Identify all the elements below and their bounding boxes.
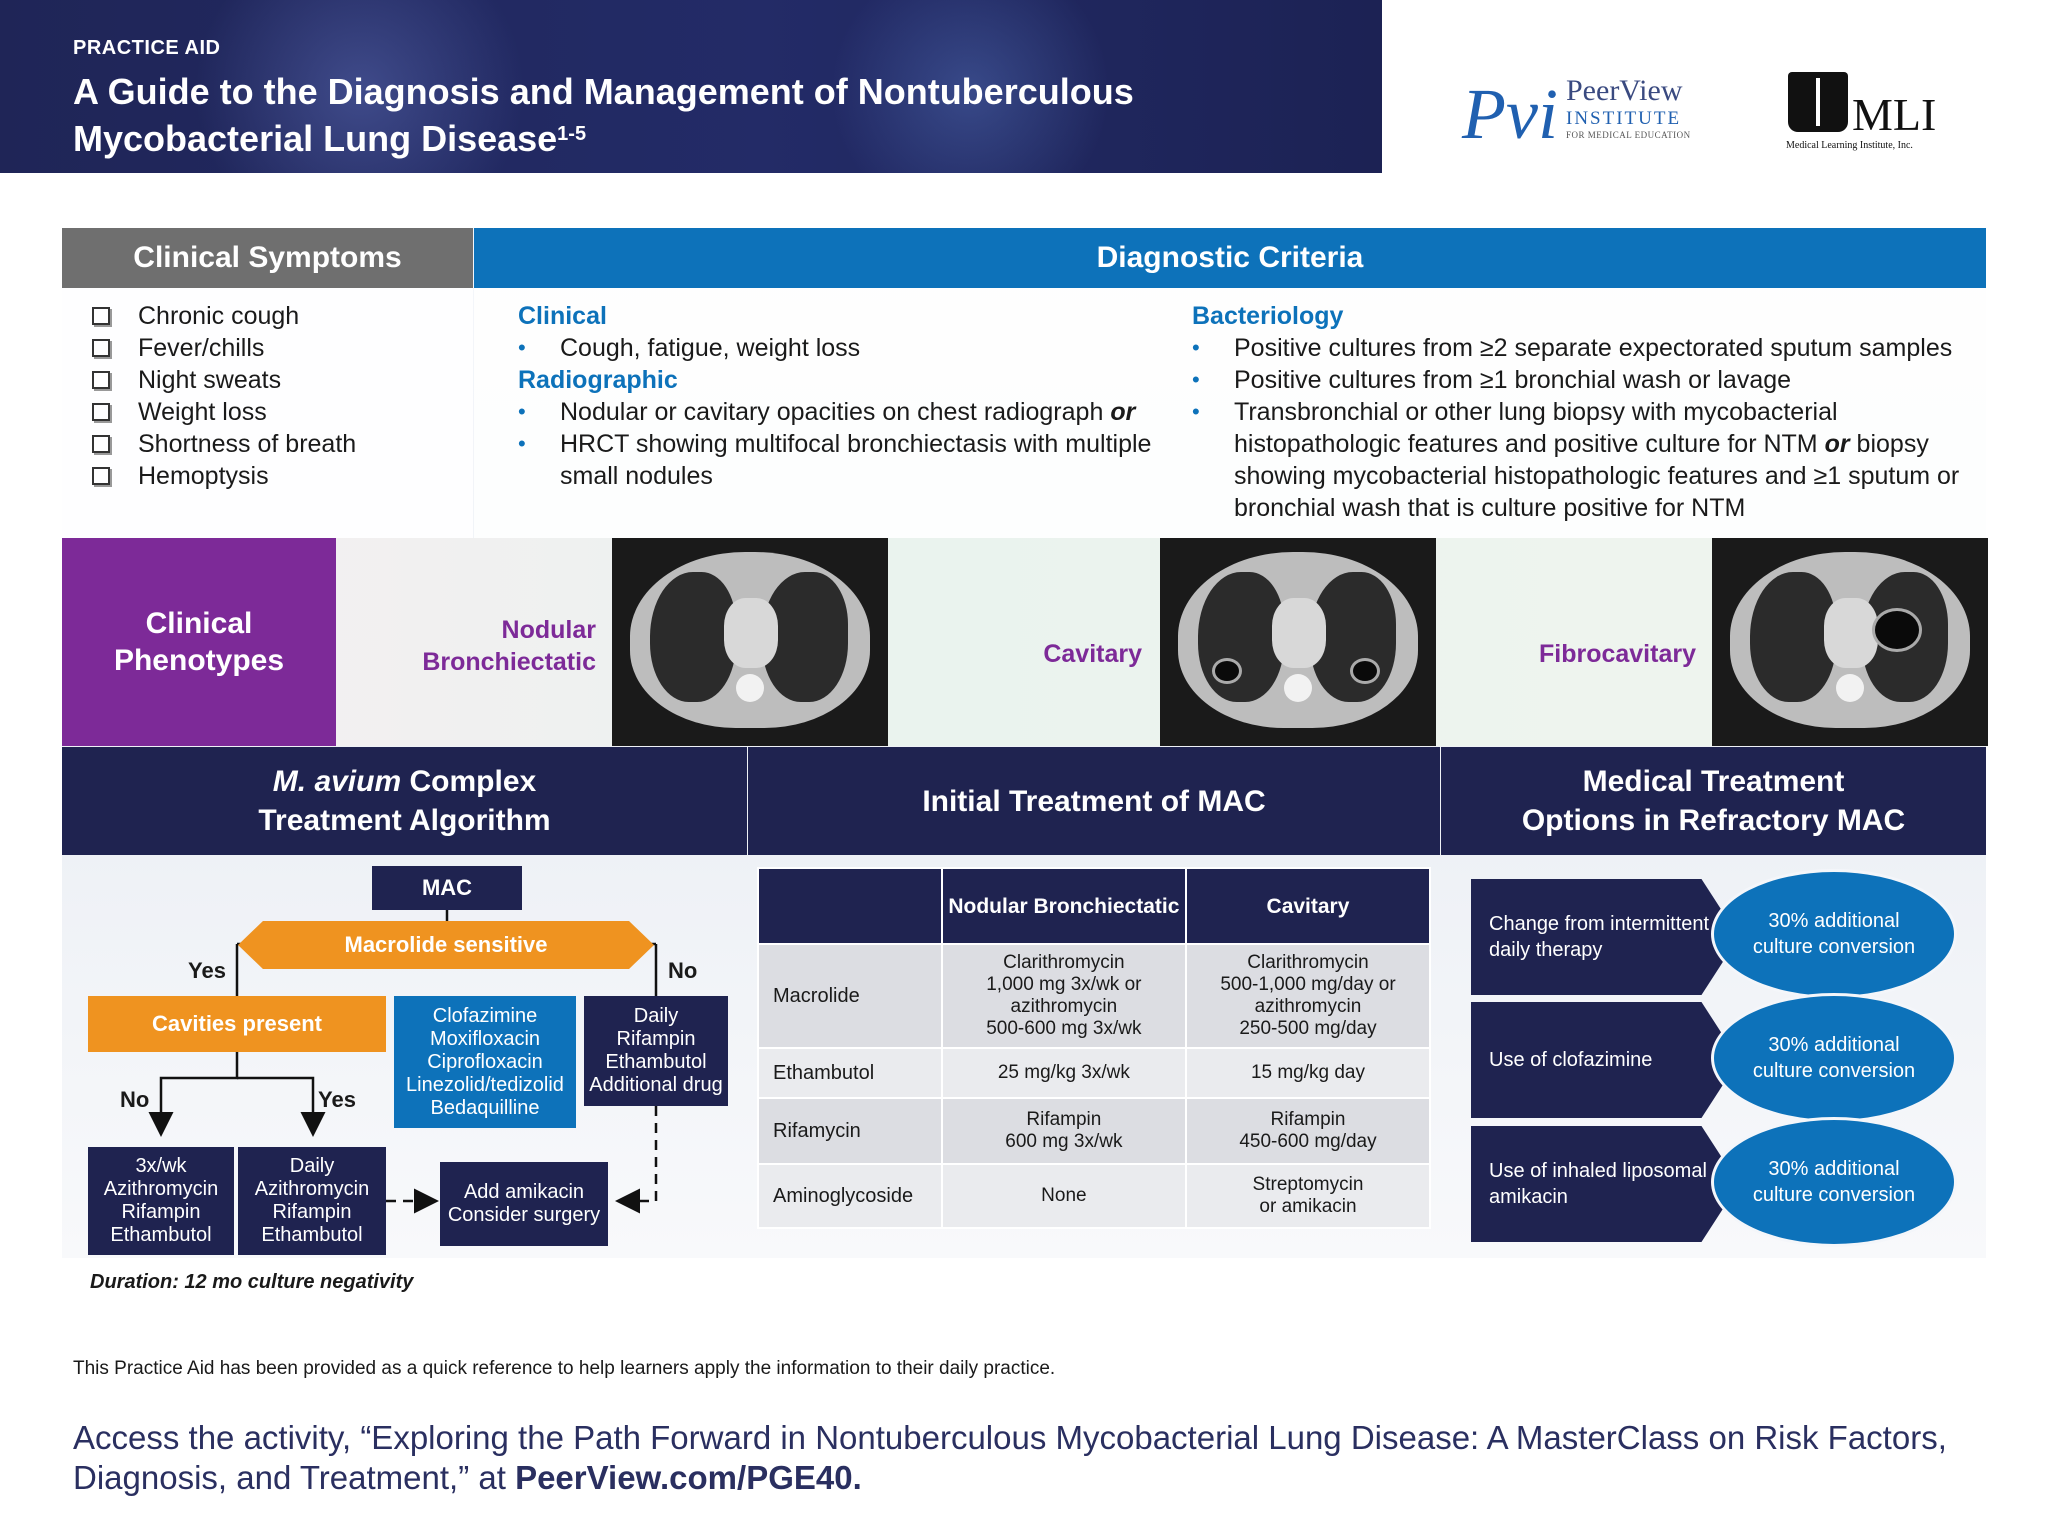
refractory-option: Use of clofazimine (1471, 1002, 1739, 1118)
ct-scan-fibrocavitary-image (1712, 538, 1988, 746)
table-header-cell (757, 867, 943, 945)
refractory-result: 30% additional culture conversion (1711, 869, 1957, 999)
macrolide-sensitive-box: Macrolide sensitive (238, 921, 654, 969)
daily-rifampin-box: Daily Rifampin Ethambutol Additional dru… (584, 996, 728, 1106)
fibrocavitary-label: Fibrocavitary (1538, 640, 1696, 668)
table-row: Rifamycin Rifampin 600 mg 3x/wk Rifampin… (757, 1097, 1432, 1165)
yes-label: Yes (188, 958, 226, 983)
table-header-row: Nodular Bronchiectatic Cavitary (757, 867, 1432, 945)
symptom-item: Fever/chills (92, 332, 356, 364)
clinical-heading: Clinical (518, 302, 607, 330)
disclaimer-text: This Practice Aid has been provided as a… (73, 1358, 1056, 1379)
header-banner: PRACTICE AID A Guide to the Diagnosis an… (0, 0, 1382, 173)
practice-aid-label: PRACTICE AID (73, 37, 221, 59)
add-amikacin-box: Add amikacin Consider surgery (440, 1162, 608, 1246)
table-cell: 15 mg/kg day (1184, 1047, 1432, 1099)
daily-regimen-box: Daily Azithromycin Rifampin Ethambutol (238, 1147, 386, 1255)
symptom-item: Weight loss (92, 396, 356, 428)
checkbox-icon (92, 307, 110, 325)
table-row: Aminoglycoside None Streptomycin or amik… (757, 1163, 1432, 1229)
symptom-item: Chronic cough (92, 300, 356, 332)
bacteriology-bullet: Transbronchial or other lung biopsy with… (1192, 396, 1972, 524)
refractory-option: Use of inhaled liposomal amikacin (1471, 1126, 1739, 1242)
no-label: No (120, 1087, 150, 1112)
activity-link[interactable]: PeerView.com/PGE40. (515, 1459, 862, 1496)
duration-note: Duration: 12 mo culture negativity (90, 1271, 414, 1293)
table-cell: Rifampin 600 mg 3x/wk (940, 1097, 1187, 1165)
row-header: Ethambutol (757, 1047, 943, 1099)
access-activity-text: Access the activity, “Exploring the Path… (73, 1419, 1947, 1496)
pvi-mark: Pvi (1462, 74, 1558, 154)
table-header-cell: Cavitary (1184, 867, 1432, 945)
ct-scan-cavitary-image (1160, 538, 1436, 746)
header-lung-artwork-2 (820, 0, 1120, 173)
checkbox-icon (92, 435, 110, 453)
caduceus-book-icon (1788, 72, 1848, 132)
clinical-symptoms-header: Clinical Symptoms (62, 228, 473, 288)
pvi-institute: INSTITUTE (1566, 108, 1682, 129)
initial-treatment-header: Initial Treatment of MAC (748, 747, 1440, 855)
bacteriology-bullet: Positive cultures from ≥2 separate expec… (1192, 332, 1972, 364)
clinical-symptoms-panel: Chronic cough Fever/chills Night sweats … (62, 288, 473, 538)
checkbox-icon (92, 371, 110, 389)
checkbox-icon (92, 339, 110, 357)
diagnostic-column-clinical: Clinical Cough, fatigue, weight loss Rad… (518, 300, 1158, 492)
table-cell: Clarithromycin 1,000 mg 3x/wk or azithro… (940, 943, 1187, 1049)
clinical-bullet: Cough, fatigue, weight loss (518, 332, 1158, 364)
ct-scan-nodular-image (612, 538, 888, 746)
table-cell: Streptomycin or amikacin (1184, 1163, 1432, 1229)
table-cell: 25 mg/kg 3x/wk (940, 1047, 1187, 1099)
table-cell: Rifampin 450-600 mg/day (1184, 1097, 1432, 1165)
symptom-item: Night sweats (92, 364, 356, 396)
refractory-result: 30% additional culture conversion (1711, 993, 1957, 1123)
mac-box: MAC (372, 866, 522, 910)
cavities-present-box: Cavities present (88, 996, 386, 1052)
radiographic-heading: Radiographic (518, 366, 678, 394)
cavitary-label: Cavitary (1043, 640, 1142, 668)
peerview-logo: Pvi PeerView INSTITUTE FOR MEDICAL EDUCA… (1462, 68, 1702, 160)
row-header: Aminoglycoside (757, 1163, 943, 1229)
checkbox-icon (92, 403, 110, 421)
yes-label: Yes (318, 1087, 356, 1112)
pvi-name: PeerView (1566, 74, 1683, 107)
no-label: No (668, 958, 698, 983)
pvi-subtitle: FOR MEDICAL EDUCATION (1566, 130, 1691, 140)
table-row: Macrolide Clarithromycin 1,000 mg 3x/wk … (757, 943, 1432, 1049)
row-header: Macrolide (757, 943, 943, 1049)
checkbox-icon (92, 467, 110, 485)
initial-treatment-table: Nodular Bronchiectatic Cavitary Macrolid… (757, 867, 1432, 1229)
table-cell: Clarithromycin 500-1,000 mg/day or azith… (1184, 943, 1432, 1049)
phenotypes-row (62, 538, 1986, 746)
symptom-list: Chronic cough Fever/chills Night sweats … (92, 300, 356, 492)
symptom-item: Hemoptysis (92, 460, 356, 492)
header-lung-artwork (180, 0, 540, 173)
table-row: Ethambutol 25 mg/kg 3x/wk 15 mg/kg day (757, 1047, 1432, 1099)
diagnostic-criteria-header: Diagnostic Criteria (474, 228, 1986, 288)
refractory-result: 30% additional culture conversion (1711, 1117, 1957, 1247)
diagnostic-column-bacteriology: Bacteriology Positive cultures from ≥2 s… (1192, 300, 1972, 524)
mli-name: MLI (1852, 89, 1937, 140)
table-header-cell: Nodular Bronchiectatic (940, 867, 1187, 945)
radiographic-bullet: Nodular or cavitary opacities on chest r… (518, 396, 1158, 428)
table-cell: None (940, 1163, 1187, 1229)
alternative-drugs-box: Clofazimine Moxifloxacin Ciprofloxacin L… (394, 996, 576, 1128)
algorithm-connectors (148, 910, 658, 1214)
refractory-option: Change from intermittent to daily therap… (1471, 879, 1739, 995)
page-title: A Guide to the Diagnosis and Management … (73, 71, 1134, 159)
row-header: Rifamycin (757, 1097, 943, 1165)
mli-logo: MLI Medical Learning Institute, Inc. (1782, 70, 1952, 156)
mli-subtitle: Medical Learning Institute, Inc. (1786, 140, 1913, 151)
symptom-item: Shortness of breath (92, 428, 356, 460)
diagnostic-criteria-panel: Clinical Cough, fatigue, weight loss Rad… (474, 288, 1986, 538)
intermittent-regimen-box: 3x/wk Azithromycin Rifampin Ethambutol (88, 1147, 234, 1255)
bacteriology-heading: Bacteriology (1192, 302, 1344, 330)
radiographic-bullet: HRCT showing multifocal bronchiectasis w… (518, 428, 1158, 492)
bacteriology-bullet: Positive cultures from ≥1 bronchial wash… (1192, 364, 1972, 396)
